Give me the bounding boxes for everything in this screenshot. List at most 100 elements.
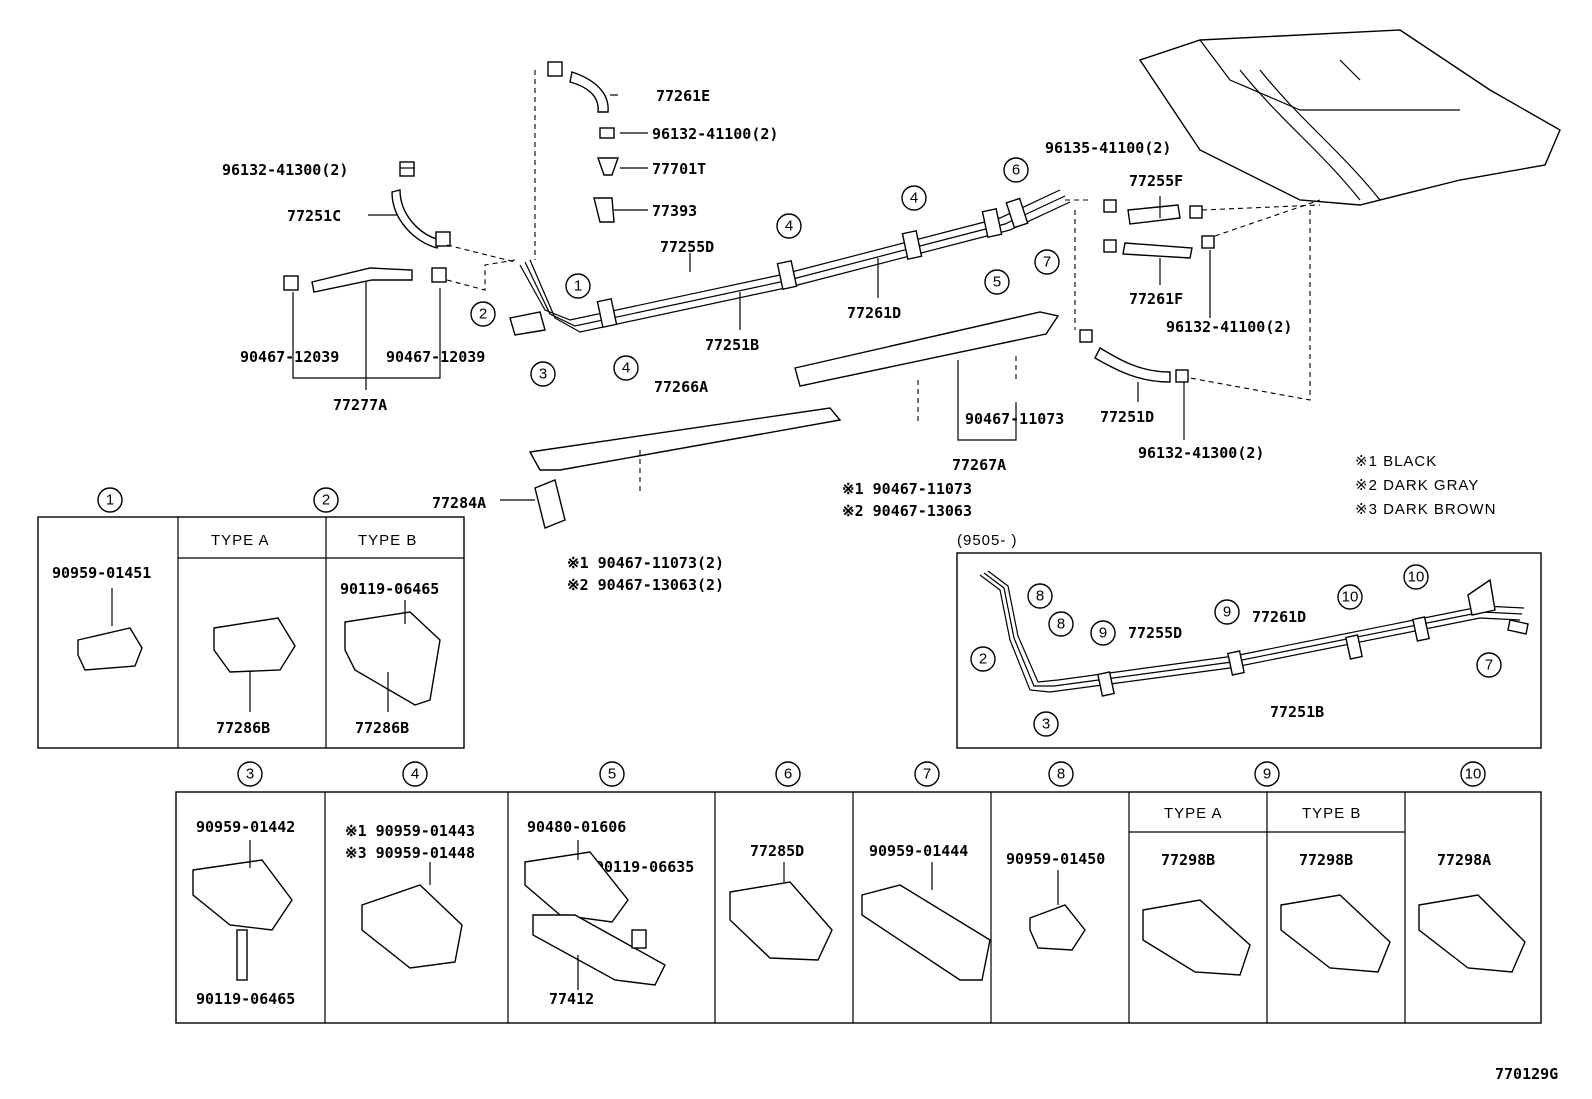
svg-text:6: 6 [784, 766, 792, 783]
label-77255D: 77255D [660, 238, 714, 256]
svg-text:77286B: 77286B [355, 719, 409, 737]
svg-text:8: 8 [1057, 766, 1065, 783]
label-note2-90467-13063: ※2 90467-13063 [842, 502, 972, 520]
svg-text:90959-01451: 90959-01451 [52, 564, 151, 582]
svg-text:2: 2 [979, 651, 987, 668]
label-77267A: 77267A [952, 456, 1006, 474]
svg-text:77298A: 77298A [1437, 851, 1491, 869]
label-note2-90467-13063-2: ※2 90467-13063(2) [567, 576, 724, 594]
label-96135-41100-2: 96135-41100(2) [1045, 139, 1171, 157]
label-note1-90467-11073: ※1 90467-11073 [842, 480, 972, 498]
svg-text:TYPE B: TYPE B [358, 532, 417, 549]
svg-text:3: 3 [539, 366, 547, 383]
diagram-code: 770129G [1495, 1065, 1558, 1083]
upper-callouts: 1 2 3 4 4 4 5 6 7 [470, 157, 1060, 387]
callout-7: 7 [1034, 249, 1060, 275]
svg-text:10: 10 [1465, 766, 1482, 783]
upper-labels: 77261E 96132-41100(2) 77701T 77393 96132… [222, 87, 1292, 594]
svg-text:4: 4 [622, 360, 630, 377]
legend-note1: ※1 BLACK [1355, 453, 1437, 470]
svg-text:77286B: 77286B [216, 719, 270, 737]
brackets [528, 311, 1060, 529]
callout-4b: 4 [776, 213, 802, 239]
svg-text:1: 1 [574, 278, 582, 295]
svg-text:90480-01606: 90480-01606 [527, 818, 626, 836]
inset-9505: (9505- ) 8 8 2 3 9 9 10 10 7 77255D 7726… [956, 532, 1542, 749]
dashed-leaders [446, 70, 1321, 495]
svg-text:4: 4 [785, 218, 793, 235]
svg-text:TYPE B: TYPE B [1302, 805, 1361, 822]
svg-text:9: 9 [1223, 604, 1231, 621]
svg-text:2: 2 [322, 492, 330, 509]
label-77251B: 77251B [705, 336, 759, 354]
svg-text:8: 8 [1036, 588, 1044, 605]
callout-1: 1 [565, 273, 591, 299]
hoses-right [1079, 199, 1215, 383]
svg-text:TYPE A: TYPE A [211, 532, 270, 549]
svg-text:77255D: 77255D [1128, 624, 1182, 642]
svg-text:90959-01450: 90959-01450 [1006, 850, 1105, 868]
label-77701T: 77701T [652, 160, 706, 178]
label-96132-41300-2-left: 96132-41300(2) [222, 161, 348, 179]
label-96132-41100-2: 96132-41100(2) [652, 125, 778, 143]
label-77255F: 77255F [1129, 172, 1183, 190]
svg-text:90959-01444: 90959-01444 [869, 842, 968, 860]
label-96132-41100-2-right: 96132-41100(2) [1166, 318, 1292, 336]
svg-text:5: 5 [608, 766, 616, 783]
svg-text:10: 10 [1342, 589, 1359, 606]
svg-text:7: 7 [1043, 254, 1051, 271]
callout-5: 5 [984, 269, 1010, 295]
fuel-tank-drawing [1138, 29, 1561, 206]
color-legend: ※1 BLACK ※2 DARK GRAY ※3 DARK BROWN [1355, 453, 1496, 518]
svg-text:TYPE A: TYPE A [1164, 805, 1223, 822]
svg-text:9: 9 [1099, 625, 1107, 642]
label-77251D: 77251D [1100, 408, 1154, 426]
svg-text:8: 8 [1057, 616, 1065, 633]
label-90467-11073: 90467-11073 [965, 410, 1064, 428]
label-77277A: 77277A [333, 396, 387, 414]
svg-text:3: 3 [246, 766, 254, 783]
legend-note2: ※2 DARK GRAY [1355, 477, 1479, 494]
clamp-table-top: 1 2 TYPE A TYPE B 90959-01451 90119-0646… [37, 487, 465, 749]
main-fuel-pipes [509, 189, 1071, 336]
svg-text:1: 1 [106, 492, 114, 509]
svg-text:90119-06465: 90119-06465 [340, 580, 439, 598]
callout-2: 2 [470, 301, 496, 327]
inset-title: (9505- ) [957, 532, 1018, 549]
label-90467-12039-left: 90467-12039 [240, 348, 339, 366]
callout-6: 6 [1003, 157, 1029, 183]
label-77251C: 77251C [287, 207, 341, 225]
leader-lines [292, 94, 1211, 501]
svg-text:4: 4 [910, 190, 918, 207]
svg-text:※3 90959-01448: ※3 90959-01448 [345, 844, 475, 862]
legend-note3: ※3 DARK BROWN [1355, 501, 1496, 518]
svg-text:10: 10 [1408, 569, 1425, 586]
svg-text:6: 6 [1012, 162, 1020, 179]
svg-text:77261D: 77261D [1252, 608, 1306, 626]
callout-4a: 4 [613, 355, 639, 381]
svg-text:77412: 77412 [549, 990, 594, 1008]
svg-text:77251B: 77251B [1270, 703, 1324, 721]
svg-text:90119-06635: 90119-06635 [595, 858, 694, 876]
svg-text:77285D: 77285D [750, 842, 804, 860]
label-77284A: 77284A [432, 494, 486, 512]
svg-text:7: 7 [923, 766, 931, 783]
clamp-table-bottom: 3 4 5 6 7 8 9 10 90959-01442 90119-06465… [175, 761, 1542, 1024]
callout-4c: 4 [901, 185, 927, 211]
svg-text:77298B: 77298B [1299, 851, 1353, 869]
label-96132-41300-2-right: 96132-41300(2) [1138, 444, 1264, 462]
hoses-left [283, 61, 619, 293]
svg-text:90119-06465: 90119-06465 [196, 990, 295, 1008]
svg-text:5: 5 [993, 274, 1001, 291]
label-77261D: 77261D [847, 304, 901, 322]
label-77261F: 77261F [1129, 290, 1183, 308]
callout-3: 3 [530, 361, 556, 387]
label-note1-90467-11073-2: ※1 90467-11073(2) [567, 554, 724, 572]
svg-text:77298B: 77298B [1161, 851, 1215, 869]
svg-text:7: 7 [1485, 657, 1493, 674]
svg-text:※1 90959-01443: ※1 90959-01443 [345, 822, 475, 840]
svg-text:2: 2 [479, 306, 487, 323]
svg-text:3: 3 [1042, 716, 1050, 733]
label-77261E: 77261E [656, 87, 710, 105]
